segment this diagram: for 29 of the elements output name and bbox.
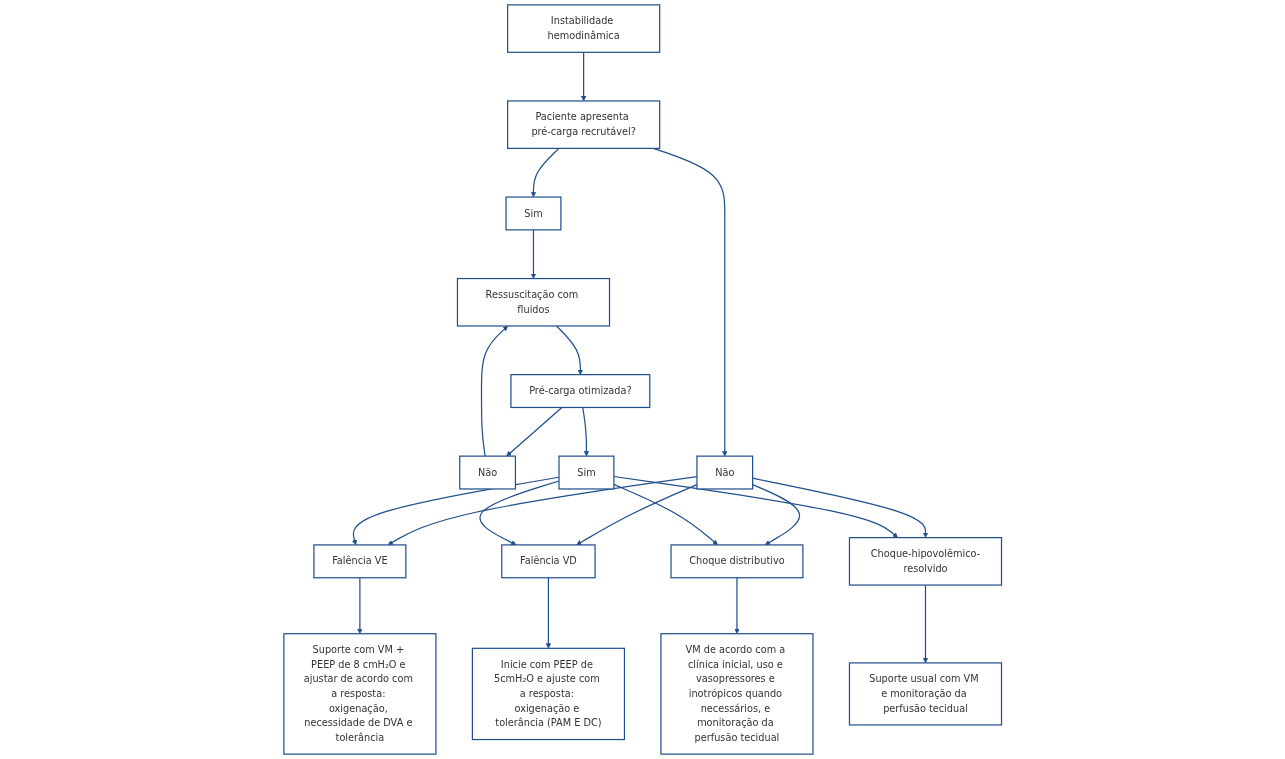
node-box: Suporte com VM + PEEP de 8 cmH₂O e ajustar de acordo com a resposta: oxigenação, necessidade de DVA e tolerância — [283, 633, 437, 755]
node-box: Falência VD — [500, 544, 596, 579]
arrow — [480, 325, 508, 457]
arrow — [613, 483, 718, 546]
node-box: Instabilidade hemodinâmica — [506, 4, 661, 53]
node-box: Inicie com PEEP de 5cmH₂O e ajuste com a resposta: oxigenação e tolerância (PAM E DC) — [471, 647, 625, 741]
node-box: Sim — [505, 196, 562, 231]
arrow — [555, 325, 583, 375]
arrow — [582, 406, 589, 457]
arrow — [357, 577, 363, 634]
arrow — [922, 584, 928, 664]
arrow — [545, 577, 551, 649]
node-box: Choque distributivo — [670, 544, 804, 579]
arrow — [613, 475, 898, 538]
arrow — [734, 577, 740, 634]
node-box: VM de acordo com a clínica inicial, uso e vasopressores e inotrópicos quando necessários, e monitoração da perfusão tecidual — [660, 633, 814, 755]
node-box: Falência VE — [313, 544, 407, 579]
arrow — [530, 229, 536, 279]
node-box: Choque-hipovolêmico-resolvido — [848, 537, 1002, 586]
node-box: Não — [696, 455, 754, 490]
node-box: Ressuscitação com fluidos — [456, 277, 610, 327]
arrow — [530, 147, 560, 198]
node-box: Sim — [558, 455, 615, 490]
arrow — [506, 406, 563, 457]
node-box: Suporte usual com VM e monitoração da perfusão tecidual — [848, 662, 1002, 726]
node-box: Pré-carga otimizada? — [510, 374, 651, 409]
node-box: Não — [458, 455, 516, 490]
node-box: Paciente apresenta pré-carga recrutável? — [506, 100, 661, 149]
arrow — [580, 51, 587, 102]
